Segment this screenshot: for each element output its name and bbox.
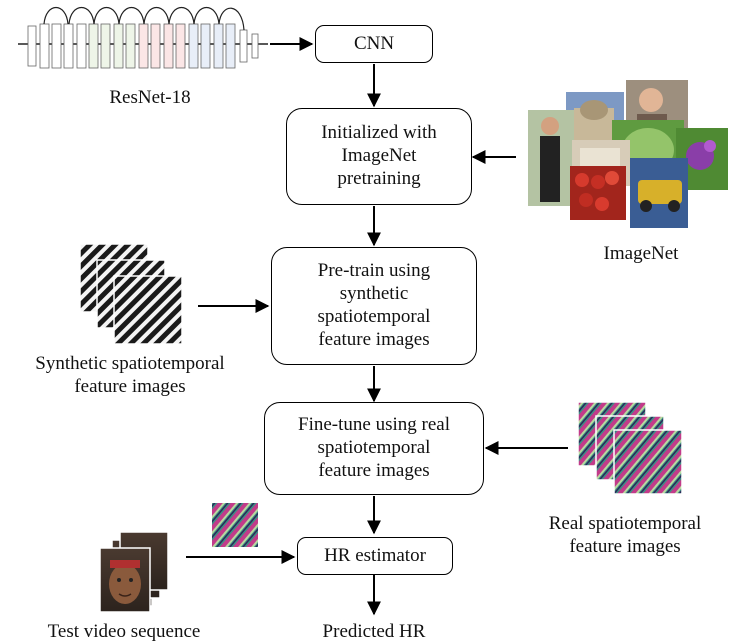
init-box: Initialized with ImageNet pretraining [286,108,472,205]
synthetic-label: Synthetic spatiotemporal feature images [35,353,225,398]
pretrain-box: Pre-train using synthetic spatiotemporal… [271,247,477,365]
resnet-label: ResNet-18 [109,87,191,108]
face-frame-stack-icon [99,531,169,613]
feature-image-thumbnail [212,503,258,547]
predicted-hr-label: Predicted HR [322,621,426,642]
imagenet-label: ImageNet [603,243,679,264]
finetune-box: Fine-tune using real spatiotemporal feat… [264,402,484,495]
finetune-box-label: Fine-tune using real spatiotemporal feat… [298,414,450,481]
colored-striped-image-stack-icon [577,401,683,495]
cnn-box: CNN [315,25,433,63]
cnn-box-label: CNN [353,32,395,54]
init-box-label: Initialized with ImageNet pretraining [321,122,437,189]
photo-collage-icon [528,80,728,228]
resnet-architecture-icon [18,7,268,69]
hr-estimator-box: HR estimator [297,537,453,575]
striped-image-stack-icon [79,243,183,345]
pretrain-box-label: Pre-train using synthetic spatiotemporal… [317,260,431,350]
hr-estimator-label: HR estimator [324,544,426,566]
test-video-label: Test video sequence [47,621,201,642]
real-label: Real spatiotemporal feature images [548,513,702,558]
